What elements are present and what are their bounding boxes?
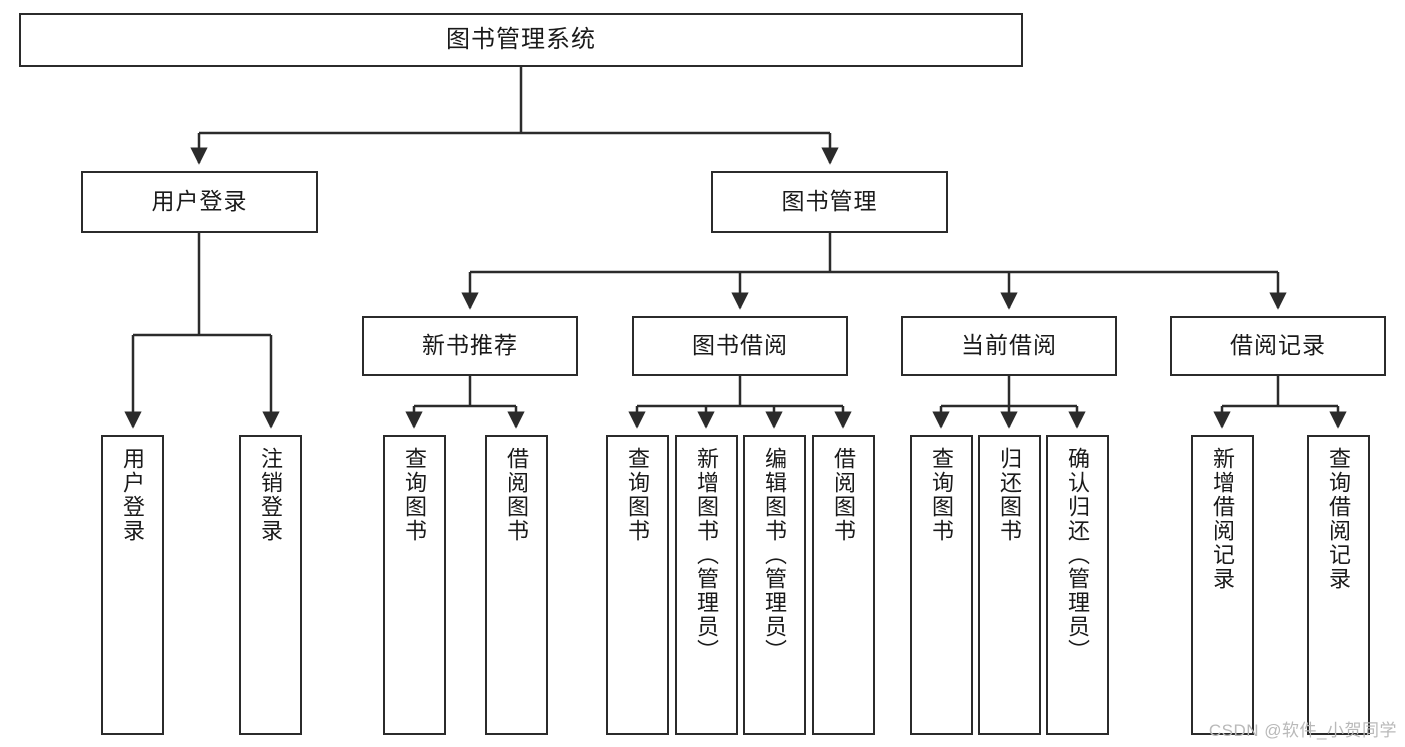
node-book-management-label: 图书管理	[781, 188, 878, 215]
node-leaf-return-book-label: 归还图书	[997, 447, 1023, 543]
node-leaf-add-record[interactable]: 新增借阅记录	[1191, 435, 1254, 735]
node-leaf-query-record[interactable]: 查询借阅记录	[1307, 435, 1370, 735]
node-leaf-borrow-book-2[interactable]: 借阅图书	[812, 435, 875, 735]
node-leaf-return-book[interactable]: 归还图书	[978, 435, 1041, 735]
node-leaf-borrow-book-1-label: 借阅图书	[504, 447, 530, 543]
node-leaf-borrow-book-1[interactable]: 借阅图书	[485, 435, 548, 735]
node-leaf-add-record-label: 新增借阅记录	[1210, 447, 1236, 591]
node-current-borrow[interactable]: 当前借阅	[901, 316, 1117, 376]
watermark-text: CSDN @软件_小贺同学	[1208, 721, 1397, 740]
node-user-login[interactable]: 用户登录	[81, 171, 318, 233]
node-leaf-query-book-3-label: 查询图书	[929, 447, 955, 543]
node-leaf-user-login[interactable]: 用户登录	[101, 435, 164, 735]
node-new-book-recommend-label: 新书推荐	[422, 332, 518, 359]
node-borrow-record[interactable]: 借阅记录	[1170, 316, 1386, 376]
node-leaf-query-book-1-label: 查询图书	[402, 447, 428, 543]
node-book-management[interactable]: 图书管理	[711, 171, 948, 233]
node-leaf-add-book-label: 新增图书（管理员）	[694, 447, 720, 663]
node-leaf-query-book-1[interactable]: 查询图书	[383, 435, 446, 735]
node-leaf-confirm-return-label: 确认归还（管理员）	[1065, 447, 1091, 663]
node-leaf-logout-login[interactable]: 注销登录	[239, 435, 302, 735]
node-root-label: 图书管理系统	[446, 25, 596, 53]
node-current-borrow-label: 当前借阅	[961, 332, 1057, 359]
node-leaf-confirm-return[interactable]: 确认归还（管理员）	[1046, 435, 1109, 735]
node-leaf-edit-book-label: 编辑图书（管理员）	[762, 447, 788, 663]
node-book-borrow[interactable]: 图书借阅	[632, 316, 848, 376]
node-leaf-query-book-3[interactable]: 查询图书	[910, 435, 973, 735]
node-root[interactable]: 图书管理系统	[19, 13, 1023, 67]
node-leaf-user-login-label: 用户登录	[120, 447, 146, 543]
node-borrow-record-label: 借阅记录	[1230, 332, 1326, 359]
node-leaf-logout-login-label: 注销登录	[258, 447, 284, 543]
node-book-borrow-label: 图书借阅	[692, 332, 788, 359]
node-leaf-edit-book[interactable]: 编辑图书（管理员）	[743, 435, 806, 735]
node-leaf-add-book[interactable]: 新增图书（管理员）	[675, 435, 738, 735]
node-new-book-recommend[interactable]: 新书推荐	[362, 316, 578, 376]
node-leaf-query-book-2-label: 查询图书	[625, 447, 651, 543]
node-leaf-borrow-book-2-label: 借阅图书	[831, 447, 857, 543]
node-leaf-query-record-label: 查询借阅记录	[1326, 447, 1352, 591]
node-leaf-query-book-2[interactable]: 查询图书	[606, 435, 669, 735]
node-user-login-label: 用户登录	[151, 188, 248, 215]
